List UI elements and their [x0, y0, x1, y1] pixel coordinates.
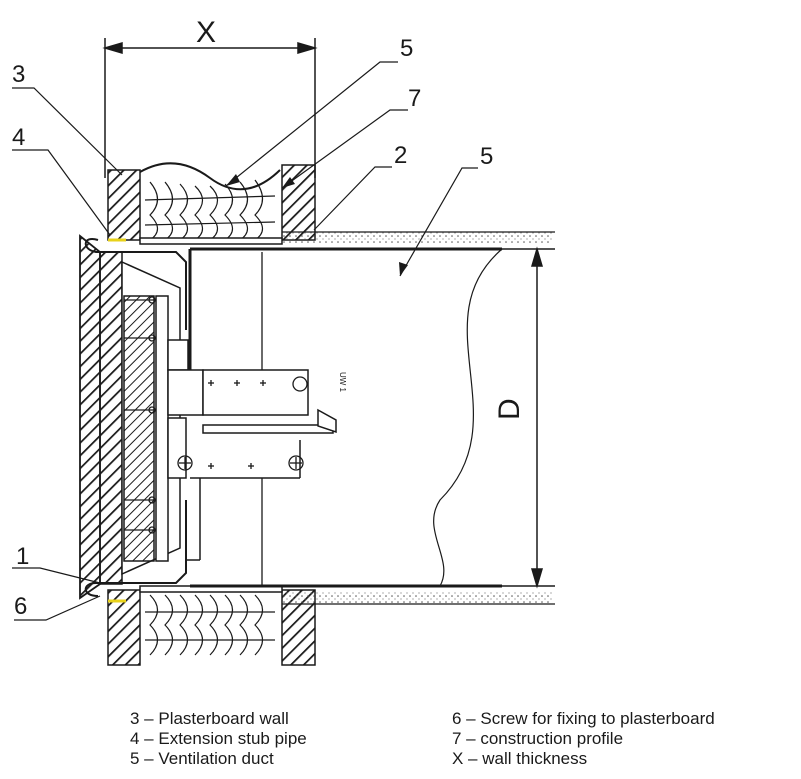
ventilation-duct [188, 247, 503, 588]
construction-profile-top [139, 237, 283, 245]
callout-2: 2 [394, 142, 407, 169]
dimension-x [102, 38, 318, 178]
callout-7: 7 [408, 85, 421, 112]
insulation-top [139, 162, 281, 241]
dimension-d [502, 246, 555, 589]
dimension-d-label: D [493, 398, 526, 420]
legend-right: 6 – Screw for fixing to plasterboard 7 –… [452, 709, 715, 769]
plasterboard-left-bottom [107, 589, 141, 666]
insulation-bottom [145, 594, 275, 656]
leader-arrowheads [226, 174, 408, 276]
screws [108, 238, 126, 603]
leader-lines [12, 61, 478, 621]
callout-5-duct: 5 [400, 35, 413, 62]
part-label: UW 1 [338, 372, 347, 393]
legend-item-construction-profile: 7 – construction profile [452, 729, 624, 748]
ventilation-duct-section-drawing: X [12, 16, 555, 666]
grille-front-block [99, 251, 123, 585]
grille-face-plate [79, 234, 101, 600]
legend-item-extension-stub-pipe: 4 – Extension stub pipe [130, 729, 307, 748]
callout-5-interior: 5 [480, 143, 493, 170]
legend-item-wall-thickness: X – wall thickness [452, 749, 588, 768]
callout-6: 6 [14, 593, 27, 620]
legend-item-ventilation-duct: 5 – Ventilation duct [130, 749, 274, 768]
grille-bolts [124, 296, 308, 534]
callout-3: 3 [12, 61, 25, 88]
grille-mechanism [121, 260, 337, 576]
callout-1: 1 [16, 543, 29, 570]
legend-left: 3 – Plasterboard wall 4 – Extension stub… [130, 709, 307, 769]
dimension-x-label: X [196, 16, 216, 49]
legend-item-plasterboard-wall: 3 – Plasterboard wall [130, 709, 289, 728]
legend-item-screw: 6 – Screw for fixing to plasterboard [452, 709, 715, 728]
duct-sleeve [282, 231, 555, 605]
callout-4: 4 [12, 124, 25, 151]
plasterboard-right-top [281, 164, 316, 241]
plasterboard-left-top [107, 169, 141, 241]
